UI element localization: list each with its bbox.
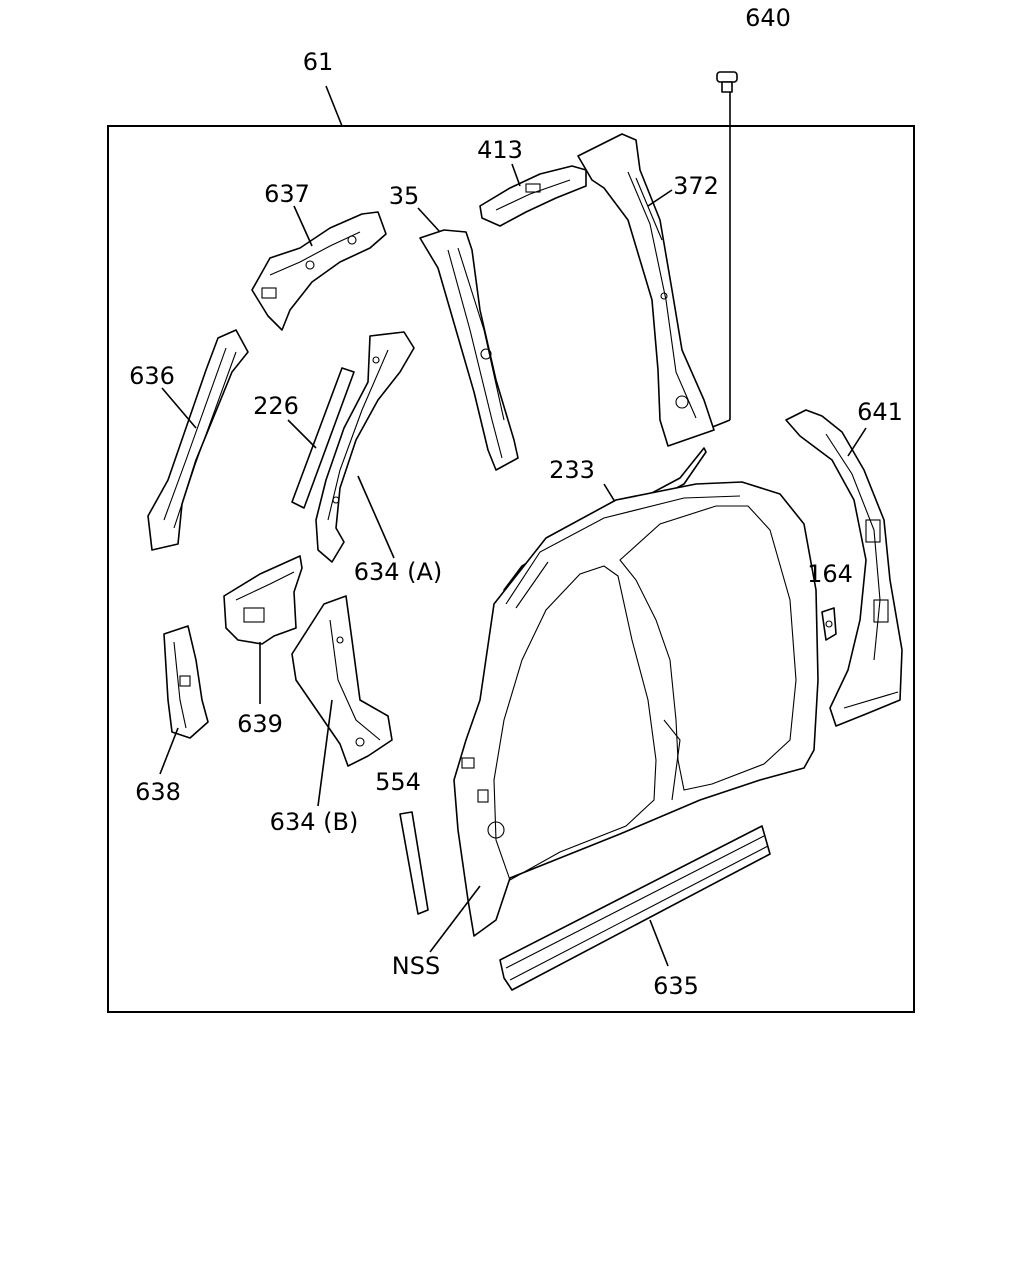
callout-233: 233 xyxy=(549,456,595,484)
part-639-bracket[interactable] xyxy=(223,555,303,645)
assembly-frame xyxy=(107,125,915,1013)
callout-372: 372 xyxy=(673,172,719,200)
part-nss-side-panel[interactable] xyxy=(453,481,819,937)
part-641-pillar[interactable] xyxy=(785,409,903,727)
leader-635 xyxy=(649,919,669,967)
callout-634a: 634 (A) xyxy=(354,558,443,586)
callout-638: 638 xyxy=(135,778,181,806)
callout-640: 640 xyxy=(745,4,791,32)
callout-nss: NSS xyxy=(392,952,440,980)
callout-554: 554 xyxy=(375,768,421,796)
callout-164: 164 xyxy=(807,560,853,588)
part-554-seal[interactable] xyxy=(399,811,429,915)
callout-413: 413 xyxy=(477,136,523,164)
part-636-pillar[interactable] xyxy=(147,329,249,551)
callout-634b: 634 (B) xyxy=(270,808,359,836)
callout-35: 35 xyxy=(389,182,420,210)
leader-634b xyxy=(317,699,333,807)
leader-226 xyxy=(287,419,317,449)
leader-636 xyxy=(161,387,197,429)
part-638-bracket[interactable] xyxy=(163,625,209,739)
part-413-rail[interactable] xyxy=(479,165,587,227)
callout-636: 636 xyxy=(129,362,175,390)
callout-639: 639 xyxy=(237,710,283,738)
part-637-bracket[interactable] xyxy=(251,211,387,331)
callout-641: 641 xyxy=(857,398,903,426)
callout-635: 635 xyxy=(653,972,699,1000)
callout-226: 226 xyxy=(253,392,299,420)
part-634b-reinforcement[interactable] xyxy=(291,595,393,767)
leader-637 xyxy=(293,205,313,247)
part-35-pillar[interactable] xyxy=(419,229,519,471)
part-640-clip[interactable] xyxy=(716,71,738,93)
part-372-pillar[interactable] xyxy=(577,133,715,447)
part-634a-reinforcement[interactable] xyxy=(315,331,415,563)
leader-638 xyxy=(159,727,179,775)
leader-641 xyxy=(847,427,867,457)
leader-61 xyxy=(325,85,343,127)
callout-61: 61 xyxy=(303,48,334,76)
leader-nss xyxy=(429,885,481,953)
part-226-strip[interactable] xyxy=(291,367,355,509)
leader-372 xyxy=(647,189,673,207)
leader-634a xyxy=(357,475,395,559)
leader-413 xyxy=(511,163,521,187)
leader-35 xyxy=(417,207,441,233)
callout-637: 637 xyxy=(264,180,310,208)
part-635-rocker[interactable] xyxy=(499,825,771,991)
part-164-plate[interactable] xyxy=(821,607,837,641)
